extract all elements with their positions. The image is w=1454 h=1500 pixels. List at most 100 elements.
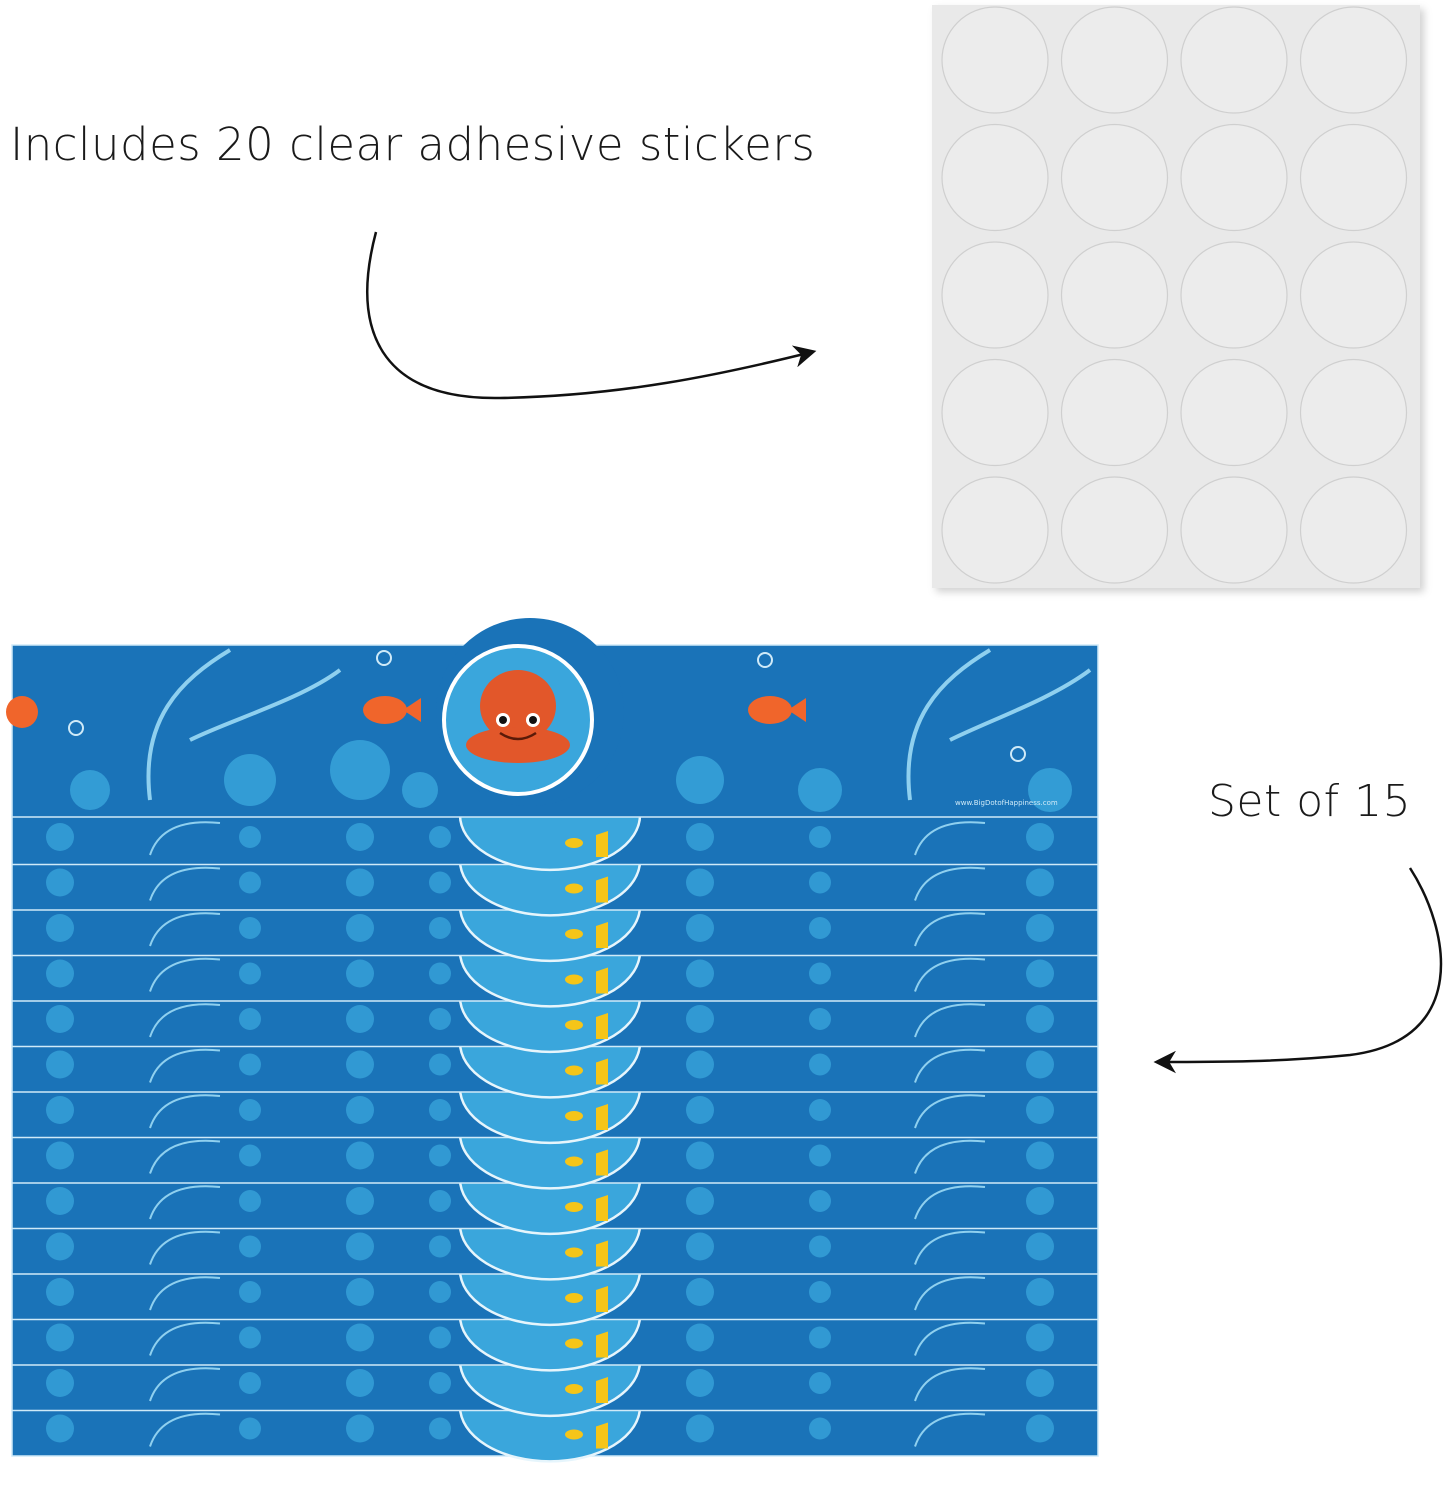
fish-tail (403, 698, 421, 722)
coral-shape (346, 1096, 374, 1124)
yellow-accent (596, 1149, 608, 1176)
coral-shape (1026, 1096, 1054, 1124)
coral-shape (346, 1278, 374, 1306)
yellow-accent (565, 1293, 583, 1303)
coral-shape (429, 1053, 451, 1076)
coral-shape (686, 1050, 714, 1079)
sticker-circle (1060, 476, 1169, 584)
yellow-accent (596, 1422, 608, 1449)
coral-shape (239, 1235, 261, 1258)
sticker-circle (1180, 123, 1288, 232)
octopus-pupil (499, 716, 507, 724)
coral-shape (809, 1326, 831, 1349)
seaweed-shape (149, 1048, 221, 1083)
coral-shape (686, 1096, 714, 1124)
coral-shape (46, 1187, 74, 1215)
sticker-circle (941, 358, 1049, 467)
wrapper-strip (11, 996, 1099, 1054)
coral-shape (809, 1190, 831, 1212)
yellow-accent (565, 1065, 583, 1076)
yellow-accent (565, 1429, 583, 1440)
arrow-to-wrappers (1153, 867, 1443, 1074)
sticker-circle (1299, 241, 1408, 349)
sticker-circle (941, 476, 1049, 584)
tab-arc (458, 1224, 642, 1281)
coral-shape (809, 1281, 831, 1303)
seaweed-shape (149, 957, 221, 992)
coral-shape (429, 1144, 451, 1167)
sticker-circle (1299, 6, 1408, 114)
tab-arc (458, 1087, 642, 1145)
coral-shape (346, 959, 374, 988)
tab-arc (458, 1133, 642, 1190)
yellow-accent (596, 1286, 608, 1312)
yellow-accent (596, 1013, 608, 1039)
sticker-circle (1180, 241, 1288, 349)
sticker-circle (1299, 358, 1408, 467)
set-count-caption: Set of 15 (1208, 776, 1412, 827)
coral-shape (70, 770, 110, 810)
coral-shape (239, 1099, 261, 1121)
coral-shape (346, 823, 374, 851)
seaweed-shape (906, 648, 1092, 801)
coral-shape (686, 868, 714, 897)
seaweed-shape (149, 1230, 221, 1265)
coral-shape (686, 1369, 714, 1397)
coral-shape (429, 1008, 451, 1030)
coral-shape (809, 1099, 831, 1121)
coral-shape (239, 962, 261, 985)
wrapper-strip (11, 814, 1099, 872)
coral-shape (809, 1417, 831, 1440)
yellow-accent (565, 1111, 583, 1121)
seaweed-shape (149, 912, 221, 947)
seaweed-shape (914, 1094, 986, 1129)
seaweed-shape (914, 1185, 986, 1220)
yellow-accent (596, 1240, 608, 1267)
wrapper-strip (11, 1087, 1099, 1145)
coral-shape (46, 1232, 74, 1261)
octopus-pupil (529, 716, 537, 724)
sticker-circle (1060, 6, 1169, 114)
coral-shape (686, 914, 714, 942)
seaweed-shape (914, 1321, 986, 1356)
wrapper-strip (11, 1269, 1099, 1327)
coral-shape (1026, 1414, 1054, 1443)
seaweed-shape (149, 1412, 221, 1447)
coral-shape (1026, 868, 1054, 897)
coral-shape (46, 1050, 74, 1079)
coral-shape (346, 1050, 374, 1079)
tab-arc (458, 1406, 642, 1463)
coral-shape (686, 1232, 714, 1261)
tab-arc (458, 1269, 642, 1327)
coral-shape (346, 1005, 374, 1033)
yellow-accent (596, 922, 608, 948)
coral-shape (1026, 1232, 1054, 1261)
seaweed-shape (914, 1230, 986, 1265)
tab-arc (458, 860, 642, 917)
bubble (1010, 746, 1026, 762)
stickers-caption: Includes 20 clear adhesive stickers (10, 118, 816, 171)
coral-shape (429, 1326, 451, 1349)
tab-arc (458, 1042, 642, 1099)
fish-shape (748, 696, 792, 724)
sticker-circle (1060, 358, 1169, 467)
sticker-circle (941, 123, 1049, 232)
yellow-accent (596, 967, 608, 994)
coral-shape (239, 1144, 261, 1167)
seaweed-shape (914, 866, 986, 901)
coral-shape (429, 871, 451, 894)
coral-shape (330, 740, 390, 800)
seaweed-shape (149, 1321, 221, 1356)
coral-shape (429, 1417, 451, 1440)
coral-shape (346, 1232, 374, 1261)
fish-shape (6, 696, 38, 728)
tab-arc (458, 1360, 642, 1418)
coral-shape (809, 917, 831, 939)
coral-shape (346, 1323, 374, 1352)
coral-shape (686, 823, 714, 851)
coral-shape (239, 917, 261, 939)
coral-shape (1026, 1005, 1054, 1033)
seaweed-shape (914, 1276, 986, 1311)
coral-shape (429, 826, 451, 848)
